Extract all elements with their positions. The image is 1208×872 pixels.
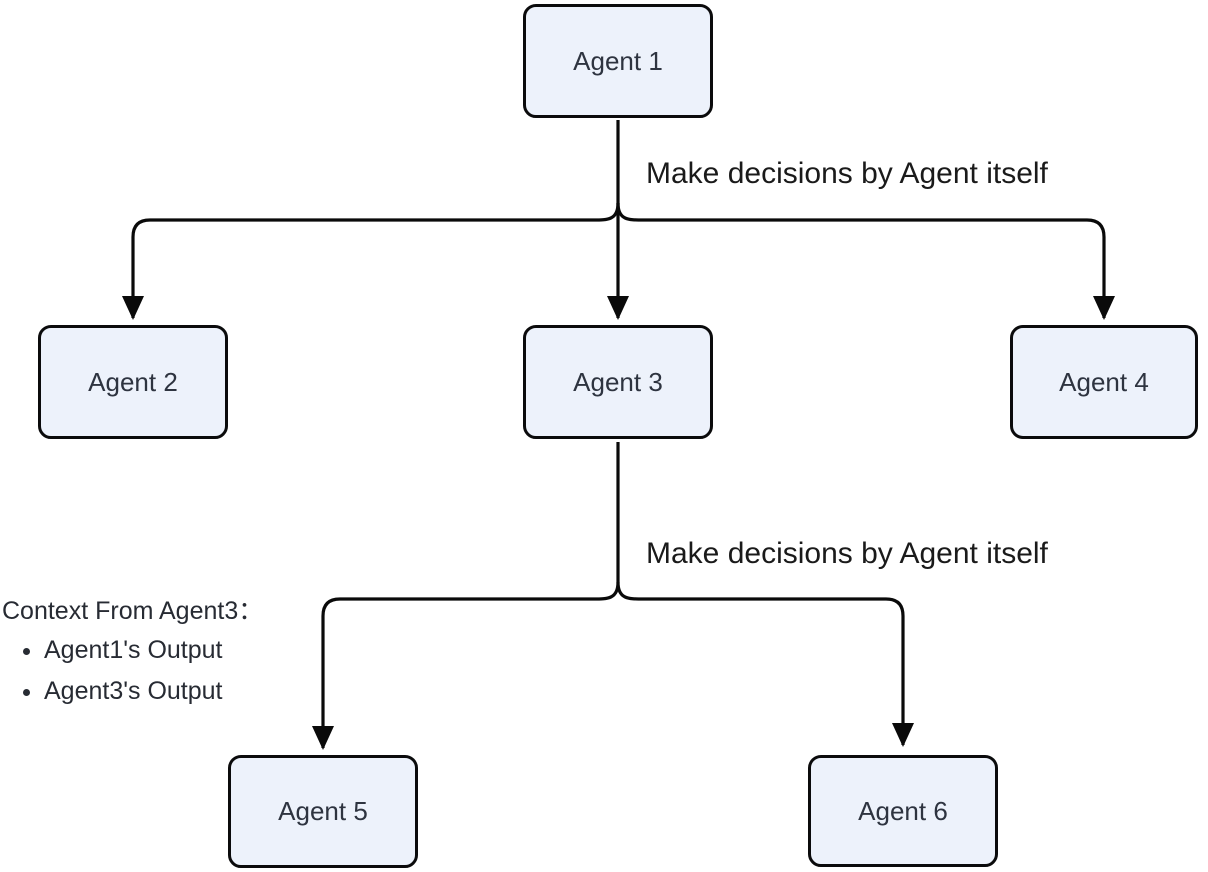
node-agent4: Agent 4 (1010, 325, 1198, 439)
edge-agent3-agent6 (616, 581, 914, 747)
context-note-item: Agent3's Output (44, 676, 302, 706)
edge-agent3-agent5 (312, 442, 620, 750)
edge-agent1-agent4 (616, 202, 1115, 320)
node-agent3: Agent 3 (523, 325, 713, 439)
node-agent1-label: Agent 1 (573, 45, 663, 76)
edge-agent1-agent2 (122, 202, 620, 320)
context-note-title: Context From Agent3： (2, 597, 264, 625)
node-agent5: Agent 5 (228, 755, 418, 868)
node-agent6: Agent 6 (808, 755, 998, 867)
node-agent6-label: Agent 6 (858, 795, 948, 826)
node-agent2-label: Agent 2 (88, 366, 178, 397)
node-agent4-label: Agent 4 (1059, 366, 1149, 397)
node-agent1: Agent 1 (523, 4, 713, 118)
edge-label-agent3-decision: Make decisions by Agent itself (646, 537, 1048, 570)
node-agent2: Agent 2 (38, 325, 228, 439)
context-note-item: Agent1's Output (44, 635, 302, 665)
edge-label-agent1-decision: Make decisions by Agent itself (646, 157, 1048, 190)
context-note-list: Agent1's Output Agent3's Output (2, 635, 302, 706)
node-agent3-label: Agent 3 (573, 366, 663, 397)
context-note: Context From Agent3： Agent1's Output Age… (2, 596, 302, 717)
node-agent5-label: Agent 5 (278, 796, 368, 826)
